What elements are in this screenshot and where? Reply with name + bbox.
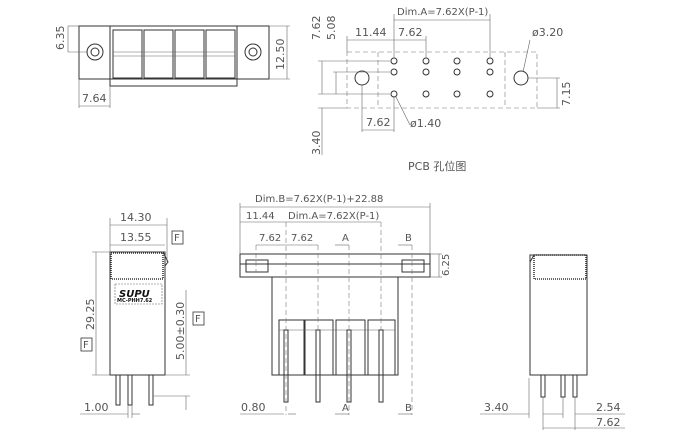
dim-3-40: 3.40 (310, 131, 323, 156)
terminal-cells (112, 29, 236, 79)
section-b-bottom: B (405, 403, 412, 414)
dim-7-62-rows: 7.62 (310, 16, 323, 41)
dim-7-62-mount: 7.62 (366, 116, 391, 129)
front-view: Dim.B=7.62X(P-1)+22.88 11.44 Dim.A=7.62X… (239, 194, 452, 415)
dim-13-55: 13.55 (120, 231, 152, 244)
latch-right (401, 259, 425, 273)
brand-logo: SUPU (119, 289, 150, 300)
dim-7-62-2: 7.62 (291, 233, 313, 244)
dim-2-54: 2.54 (596, 401, 621, 414)
side-view: SUPU MC-PHH7.62 14.30 13.55 F 29.25 F 5.… (80, 211, 205, 418)
dim-7-62-pitch: 7.62 (398, 26, 423, 39)
screw-left (86, 43, 104, 61)
dim-11-44: 11.44 (246, 211, 275, 222)
dim-a: Dim.A=7.62X(P-1) (397, 7, 488, 18)
dim-5-08: 5.08 (325, 16, 338, 41)
mount-hole-right (513, 70, 529, 86)
flag-f: F (174, 233, 180, 244)
dim-1-00: 1.00 (84, 401, 109, 414)
dim-3-40: 3.40 (484, 401, 509, 414)
section-a-top: A (342, 233, 349, 244)
dim-0-80: 0.80 (241, 401, 266, 414)
dim-6-35: 6.35 (54, 26, 67, 51)
mount-hole-left (354, 70, 370, 86)
dim-b: Dim.B=7.62X(P-1)+22.88 (255, 194, 383, 205)
label-box (114, 283, 163, 305)
dim-7-62-1: 7.62 (259, 233, 281, 244)
latch-left (245, 259, 269, 273)
dim-29-25: 29.25 (84, 299, 97, 331)
pins (115, 374, 154, 406)
pin-holes (390, 57, 494, 98)
dim-mount-hole: ø3.20 (532, 26, 563, 39)
dim-7-62: 7.62 (596, 416, 621, 429)
dim-14-30: 14.30 (120, 211, 152, 224)
pins (540, 374, 578, 398)
flag-f: F (83, 340, 89, 351)
model-label: MC-PHH7.62 (117, 298, 153, 304)
dim-6-25: 6.25 (441, 254, 452, 276)
dim-5-00: 5.00±0.30 (174, 302, 187, 360)
dim-7-64: 7.64 (82, 92, 107, 105)
pcb-hole-view: Dim.A=7.62X(P-1) 11.44 7.62 ø3.20 7.62 5… (310, 7, 573, 173)
dim-a: Dim.A=7.62X(P-1) (288, 211, 379, 222)
dim-7-15: 7.15 (560, 82, 573, 107)
pcb-caption: PCB 孔位图 (408, 159, 466, 173)
dim-pin-hole: ø1.40 (410, 117, 441, 130)
screw-right (244, 43, 262, 61)
terminal-cells (278, 319, 396, 376)
dim-12-50: 12.50 (274, 39, 287, 71)
section-a-bottom: A (342, 403, 349, 414)
flag-f: F (195, 314, 201, 325)
section-b-top: B (405, 233, 412, 244)
right-side-view: 3.40 2.54 7.62 (480, 254, 625, 430)
top-view: 6.35 12.50 7.64 (54, 25, 290, 108)
dim-11-44: 11.44 (355, 26, 387, 39)
